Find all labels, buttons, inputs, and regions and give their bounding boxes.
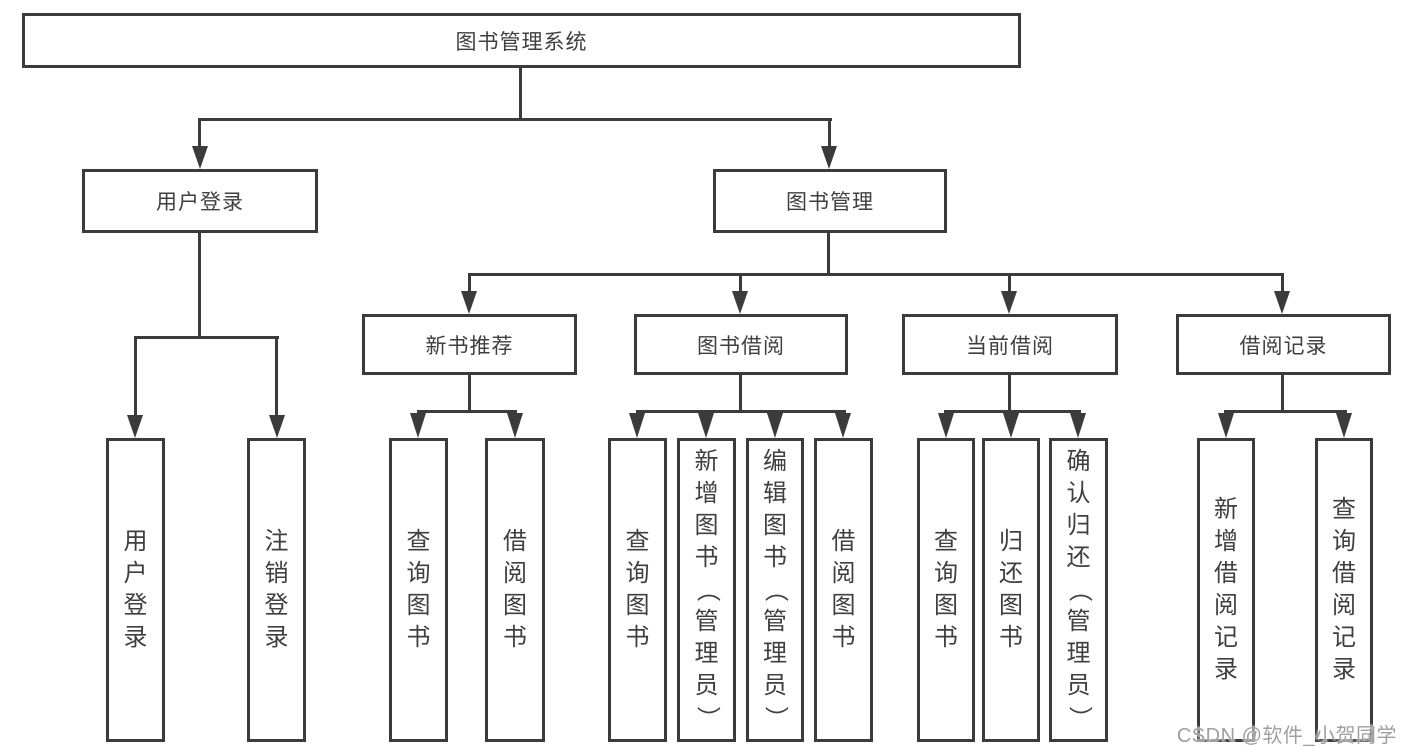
arrow-down-icon — [1218, 413, 1234, 438]
leaf-recommend-query-books: 查询图书 — [389, 438, 448, 742]
connector-records-drop — [1281, 375, 1284, 413]
leaf-current-query-books: 查询图书 — [917, 438, 975, 742]
connector-bookmgmt-stub — [468, 273, 471, 293]
leaf-borrowing-add-books-admin: 新增图书（管理员） — [677, 438, 736, 742]
leaf-user-login-label: 用户登录 — [123, 528, 148, 651]
node-book-management: 图书管理 — [713, 169, 947, 233]
node-current-borrowing-label: 当前借阅 — [966, 334, 1054, 358]
leaf-logout-login-label: 注销登录 — [264, 528, 289, 651]
connector-recommend-hbar — [417, 410, 517, 413]
connector-current-drop — [1008, 375, 1011, 413]
leaf-logout-login: 注销登录 — [247, 438, 306, 742]
node-new-book-recommend: 新书推荐 — [362, 314, 577, 375]
leaf-records-query-record: 查询借阅记录 — [1315, 438, 1373, 742]
node-borrowing-records: 借阅记录 — [1176, 314, 1391, 375]
arrow-down-icon — [1003, 413, 1019, 438]
leaf-records-query-record-label: 查询借阅记录 — [1332, 496, 1356, 683]
arrow-down-icon — [1274, 291, 1290, 314]
arrow-down-icon — [1070, 413, 1086, 438]
connector-borrowing-drop — [739, 375, 742, 413]
node-current-borrowing: 当前借阅 — [902, 314, 1118, 375]
arrow-down-icon — [698, 413, 714, 438]
leaf-borrowing-query-books-label: 查询图书 — [625, 528, 650, 651]
leaf-current-confirm-return-admin: 确认归还（管理员） — [1049, 438, 1108, 742]
connector-bookmgmt-stub — [739, 273, 742, 293]
node-new-book-recommend-label: 新书推荐 — [425, 334, 514, 358]
arrow-down-icon — [1336, 413, 1352, 438]
leaf-borrowing-edit-books-admin-label: 编辑图书（管理员） — [762, 448, 789, 730]
arrow-down-icon — [1001, 291, 1017, 314]
leaf-borrowing-add-books-admin-label: 新增图书（管理员） — [693, 448, 721, 730]
arrow-down-icon — [767, 413, 783, 438]
connector-root-stub-left — [198, 118, 201, 148]
arrow-down-icon — [461, 291, 477, 314]
leaf-recommend-borrow-books: 借阅图书 — [485, 438, 545, 742]
connector-userlogin-hbar — [134, 336, 279, 339]
node-user-login-label: 用户登录 — [156, 191, 244, 214]
connector-borrowing-hbar — [636, 410, 846, 413]
leaf-user-login: 用户登录 — [106, 438, 165, 742]
connector-userlogin-stub-right — [275, 336, 278, 420]
leaf-borrowing-borrow-books-label: 借阅图书 — [831, 528, 856, 651]
connector-root-hbar — [198, 118, 832, 121]
connector-root-drop — [519, 68, 522, 121]
node-book-borrowing-label: 图书借阅 — [697, 334, 785, 358]
leaf-borrowing-query-books: 查询图书 — [608, 438, 667, 742]
connector-root-stub-right — [828, 118, 831, 148]
arrow-down-icon — [821, 146, 837, 169]
leaf-current-query-books-label: 查询图书 — [934, 528, 958, 651]
connector-userlogin-drop — [198, 231, 201, 336]
leaf-records-add-record: 新增借阅记录 — [1197, 438, 1255, 742]
arrow-down-icon — [938, 413, 954, 438]
arrow-down-icon — [192, 146, 208, 169]
csdn-watermark: CSDN @软件_小贺同学 — [1176, 725, 1397, 747]
leaf-current-return-books: 归还图书 — [982, 438, 1040, 742]
leaf-records-add-record-label: 新增借阅记录 — [1214, 496, 1238, 683]
arrow-down-icon — [269, 415, 285, 438]
node-book-borrowing: 图书借阅 — [634, 314, 848, 375]
connector-records-hbar — [1224, 410, 1347, 413]
arrow-down-icon — [835, 413, 851, 438]
connector-userlogin-stub-left — [134, 336, 137, 420]
connector-current-hbar — [944, 410, 1081, 413]
arrow-down-icon — [507, 413, 523, 438]
node-root-label: 图书管理系统 — [455, 30, 588, 54]
arrow-down-icon — [732, 291, 748, 314]
leaf-current-confirm-return-admin-label: 确认归还（管理员） — [1065, 448, 1093, 730]
arrow-down-icon — [127, 415, 143, 438]
node-root: 图书管理系统 — [22, 13, 1021, 68]
leaf-borrowing-edit-books-admin: 编辑图书（管理员） — [746, 438, 804, 742]
node-borrowing-records-label: 借阅记录 — [1239, 334, 1328, 358]
leaf-current-return-books-label: 归还图书 — [999, 528, 1023, 651]
arrow-down-icon — [629, 413, 645, 438]
node-user-login: 用户登录 — [82, 169, 318, 233]
arrow-down-icon — [410, 413, 426, 438]
leaf-borrowing-borrow-books: 借阅图书 — [814, 438, 873, 742]
connector-bookmgmt-stub — [1281, 273, 1284, 293]
leaf-recommend-borrow-books-label: 借阅图书 — [503, 528, 527, 651]
node-book-management-label: 图书管理 — [786, 191, 874, 214]
connector-bookmgmt-drop — [827, 231, 830, 275]
connector-recommend-drop — [468, 375, 471, 413]
connector-bookmgmt-stub — [1008, 273, 1011, 293]
leaf-recommend-query-books-label: 查询图书 — [406, 528, 431, 651]
connector-bookmgmt-hbar — [468, 273, 1284, 276]
